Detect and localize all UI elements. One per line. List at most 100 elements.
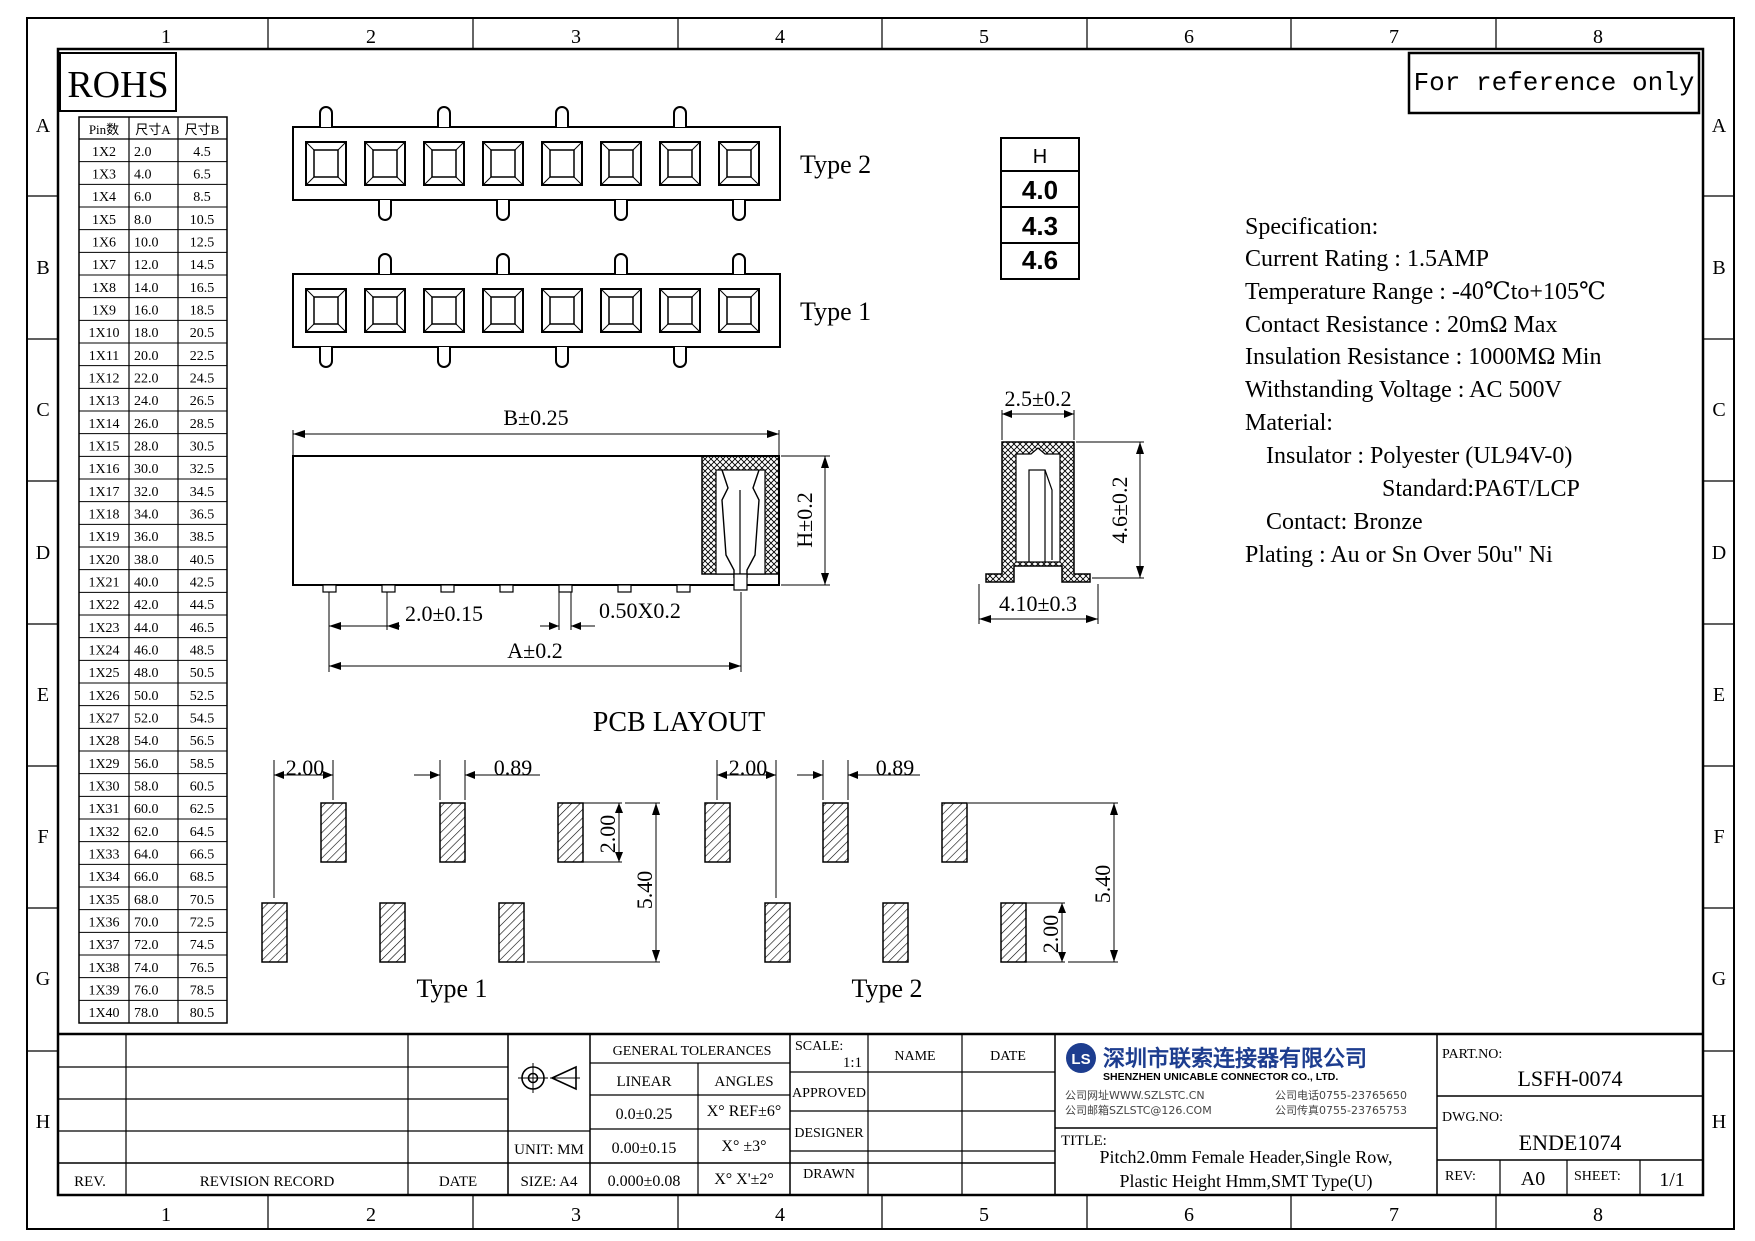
dim-b-cell: 6.5 (193, 167, 211, 182)
dim-pitch: 2.0±0.15 (405, 601, 483, 626)
pcb-type2 (704, 802, 1027, 963)
row-marker-left: D (36, 542, 50, 564)
pin-count-cell: 1X25 (88, 666, 119, 681)
dim-a-cell: 38.0 (134, 553, 159, 568)
dim-a-cell: 30.0 (134, 462, 159, 477)
column-marker-bottom: 7 (1389, 1204, 1399, 1226)
angle-tol-2: X° ±3° (721, 1138, 766, 1155)
reference-note-box: For reference only (1407, 51, 1701, 115)
pin-count-cell: 1X27 (88, 711, 119, 726)
unit-label: UNIT: MM (514, 1142, 584, 1158)
dim-a-cell: 34.0 (134, 507, 159, 522)
spec-temperature: Temperature Range : -40℃to+105℃ (1245, 279, 1606, 305)
pin-count-cell: 1X26 (88, 689, 119, 704)
pin-count-cell: 1X40 (88, 1006, 119, 1021)
title-label: TITLE: (1061, 1133, 1107, 1149)
sheet-label: SHEET: (1574, 1169, 1621, 1184)
dim-b-cell: 8.5 (193, 190, 211, 205)
dim-b-cell: 24.5 (190, 371, 215, 386)
dim-b-cell: 78.5 (190, 983, 215, 998)
pin-count-cell: 1X13 (88, 394, 119, 409)
dwg-no-label: DWG.NO: (1442, 1110, 1503, 1125)
dim-b-cell: 4.5 (193, 145, 211, 160)
spec-voltage: Withstanding Voltage : AC 500V (1245, 377, 1562, 403)
column-marker-bottom: 6 (1184, 1204, 1194, 1226)
dim-a-cell: 20.0 (134, 349, 159, 364)
dim-a-cell: 76.0 (134, 983, 159, 998)
pin-count-cell: 1X38 (88, 961, 119, 976)
row-marker-right: A (1712, 115, 1727, 137)
dim-a-cell: 32.0 (134, 485, 159, 500)
company-name-cn: 深圳市联索连接器有限公司 (1103, 1046, 1367, 1072)
dim-a-cell: 44.0 (134, 621, 159, 636)
dim-a-cell: 66.0 (134, 870, 159, 885)
row-marker-left: A (36, 115, 51, 137)
dim-b-cell: 32.5 (190, 462, 215, 477)
front-view (292, 430, 830, 672)
pin-count-cell: 1X23 (88, 621, 119, 636)
pin-count-cell: 1X20 (88, 553, 119, 568)
row-marker-right: H (1712, 1111, 1726, 1133)
dim-a-cell: 26.0 (134, 417, 159, 432)
dim-b-cell: 34.5 (190, 485, 215, 500)
pin-count-cell: 1X10 (88, 326, 119, 341)
dim-a-cell: 10.0 (134, 235, 159, 250)
h-value-2: 4.3 (1022, 211, 1058, 241)
pin-count-cell: 1X6 (92, 235, 116, 250)
dim-b: B±0.25 (503, 405, 568, 430)
dim-a-cell: 78.0 (134, 1006, 159, 1021)
linear-tol-1: 0.0±0.25 (616, 1106, 673, 1123)
company-mail: 公司邮箱SZLSTC@126.COM (1065, 1103, 1212, 1117)
pin-count-cell: 1X21 (88, 575, 119, 590)
dim-b-cell: 16.5 (190, 281, 215, 296)
column-marker-top: 8 (1593, 26, 1603, 48)
h-table-header: H (1033, 146, 1047, 168)
dim-a-cell: 70.0 (134, 915, 159, 930)
pcb-type1-pad-length: 2.00 (595, 815, 620, 854)
pin-count-cell: 1X37 (88, 938, 119, 953)
dim-a-cell: 62.0 (134, 825, 159, 840)
dim-b-cell: 76.5 (190, 961, 215, 976)
side-view (978, 410, 1144, 624)
column-marker-bottom: 2 (366, 1204, 376, 1226)
dim-a-cell: 4.0 (134, 167, 152, 182)
dim-a-cell: 28.0 (134, 439, 159, 454)
dim-a-cell: 42.0 (134, 598, 159, 613)
dim-b-cell: 14.5 (190, 258, 215, 273)
spec-title: Specification: (1245, 214, 1378, 240)
column-marker-top: 3 (571, 26, 581, 48)
scale-value: 1:1 (843, 1055, 862, 1071)
pin-count-cell: 1X11 (89, 349, 120, 364)
spec-standard: Standard:PA6T/LCP (1382, 476, 1580, 502)
revision-date-header: DATE (439, 1174, 477, 1190)
dim-b-cell: 68.5 (190, 870, 215, 885)
spec-plating: Plating : Au or Sn Over 50u" Ni (1245, 542, 1553, 568)
projection-symbol-icon (518, 1063, 580, 1093)
spec-insulator: Insulator : Polyester (UL94V-0) (1266, 443, 1572, 469)
dim-b-cell: 54.5 (190, 711, 215, 726)
spec-contact-resistance: Contact Resistance : 20mΩ Max (1245, 312, 1557, 338)
pin-count-cell: 1X5 (92, 213, 116, 228)
rohs-label: ROHS (67, 64, 168, 106)
linear-tol-3: 0.000±0.08 (608, 1173, 681, 1190)
pin-count-cell: 1X28 (88, 734, 119, 749)
pcb-type1 (261, 802, 584, 963)
type1-top-view (292, 253, 781, 368)
company-name-en: SHENZHEN UNICABLE CONNECTOR CO., LTD. (1103, 1071, 1338, 1083)
dim-a-cell: 22.0 (134, 371, 159, 386)
